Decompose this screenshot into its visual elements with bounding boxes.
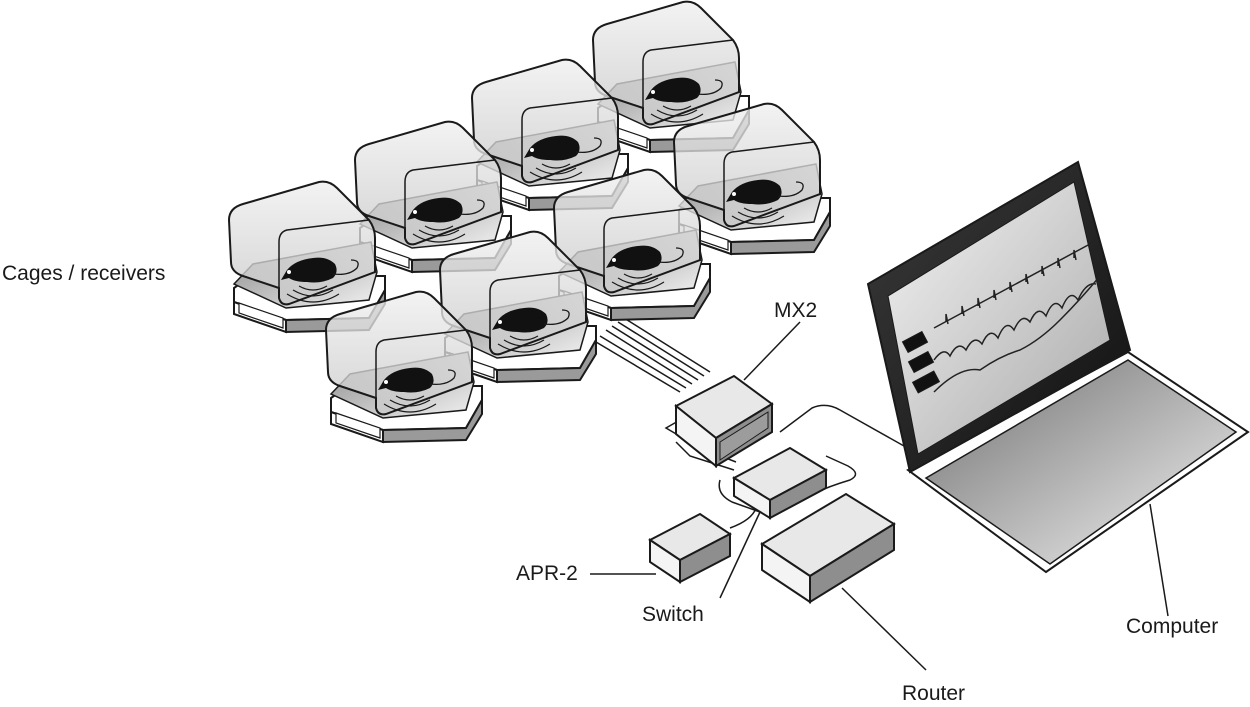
laptop-computer bbox=[866, 160, 1250, 574]
screen-waveforms bbox=[933, 243, 1101, 393]
label-apr2: APR-2 bbox=[516, 562, 578, 585]
label-router: Router bbox=[902, 682, 966, 705]
screen-tag-pressure bbox=[907, 350, 935, 374]
cages bbox=[228, 0, 831, 443]
label-cages-receivers: Cages / receivers bbox=[2, 262, 166, 285]
mx2-device bbox=[674, 374, 774, 469]
label-computer: Computer bbox=[1126, 615, 1219, 638]
apr2-device bbox=[648, 512, 732, 584]
switch-device bbox=[731, 446, 829, 520]
cage-cables bbox=[595, 317, 711, 393]
screen-tag-ecg bbox=[901, 330, 929, 354]
router-device bbox=[760, 492, 896, 604]
screen-tag-temperature bbox=[911, 370, 941, 394]
label-switch: Switch bbox=[642, 603, 704, 626]
label-mx2: MX2 bbox=[774, 299, 818, 322]
leader-lines bbox=[590, 321, 1169, 671]
